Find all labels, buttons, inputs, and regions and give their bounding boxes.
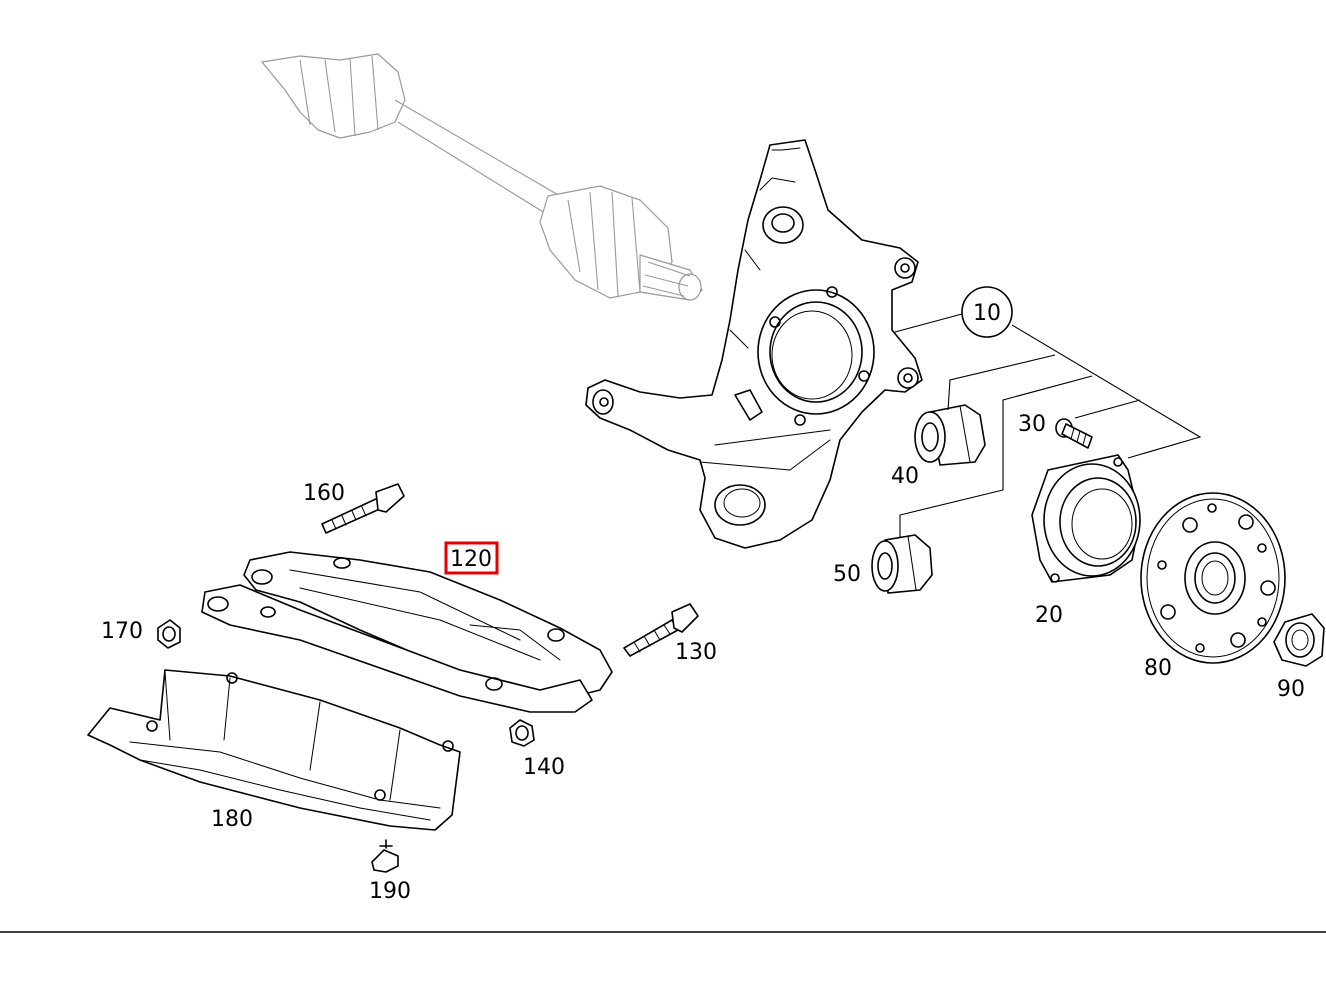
callout-130[interactable]: 130 <box>675 640 717 665</box>
bushing-50-illustration <box>871 534 933 594</box>
callout-190[interactable]: 190 <box>369 879 411 904</box>
nut-90-illustration <box>1273 613 1325 667</box>
hub-carrier-illustration <box>585 139 923 549</box>
callout-40[interactable]: 40 <box>891 464 919 489</box>
callout-50[interactable]: 50 <box>833 562 861 587</box>
callout-120[interactable]: 120 <box>450 547 492 572</box>
wheel-hub-80-illustration <box>1140 492 1286 664</box>
callout-10-circle <box>961 286 1013 338</box>
callout-20[interactable]: 20 <box>1035 603 1063 628</box>
underbody-cover-180-illustration <box>87 669 461 831</box>
callout-170[interactable]: 170 <box>101 619 143 644</box>
callout-180[interactable]: 180 <box>211 807 253 832</box>
bolt-130-illustration <box>623 603 699 657</box>
selected-callout-highlight <box>444 541 499 575</box>
bolt-30-illustration <box>1055 418 1093 449</box>
drive-shaft-illustration <box>261 53 703 301</box>
callout-160[interactable]: 160 <box>303 481 345 506</box>
bushing-40-illustration <box>914 404 986 466</box>
nut-140-illustration <box>509 719 535 747</box>
callout-140[interactable]: 140 <box>523 755 565 780</box>
leader-lines <box>894 313 1202 538</box>
control-arm-120-illustration <box>201 551 613 713</box>
callout-80[interactable]: 80 <box>1144 656 1172 681</box>
callout-30[interactable]: 30 <box>1018 412 1046 437</box>
wheel-bearing-20-illustration <box>1031 454 1141 583</box>
callout-90[interactable]: 90 <box>1277 677 1305 702</box>
bolt-160-illustration <box>321 483 405 534</box>
clip-190-illustration <box>371 839 399 873</box>
nut-170-illustration <box>157 619 181 649</box>
callout-10[interactable]: 10 <box>973 301 1001 326</box>
